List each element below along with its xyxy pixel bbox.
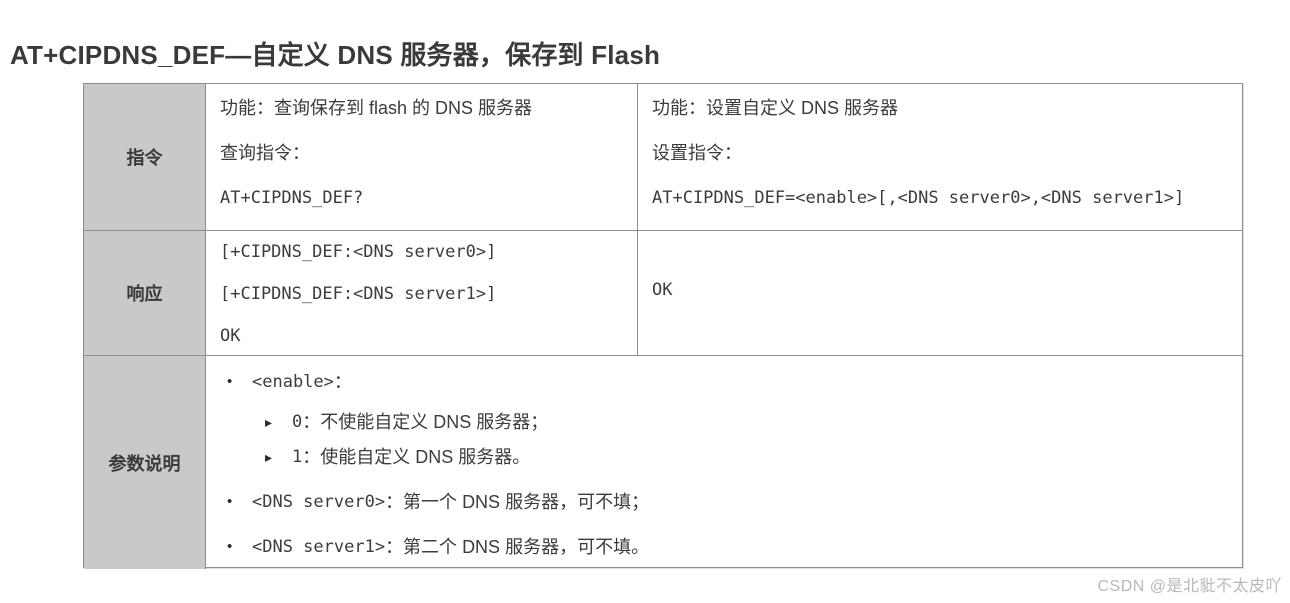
param-item: • <DNS server1> ：第二个 DNS 服务器，可不填。 (206, 532, 1228, 562)
page-title: AT+CIPDNS_DEF—自定义 DNS 服务器，保存到 Flash (10, 40, 661, 71)
at-command-table: 指令 功能：查询保存到 flash 的 DNS 服务器 查询指令： AT+CIP… (83, 83, 1243, 569)
query-command-code: AT+CIPDNS_DEF? (220, 188, 364, 208)
response-line: [+CIPDNS_DEF:<DNS server0>] (220, 242, 497, 262)
param-subitem: ▸ 0 ：不使能自定义 DNS 服务器； (206, 407, 1228, 437)
param-code: <enable> (252, 372, 334, 392)
set-command-code: AT+CIPDNS_DEF=<enable>[,<DNS server0>,<D… (652, 188, 1185, 208)
bullet-arrow-icon: ▸ (265, 414, 273, 430)
bullet-arrow-icon: ▸ (265, 449, 273, 465)
table-row-params: 参数说明 • <enable> ： ▸ 0 ：不使能自定义 DNS 服务器； ▸… (84, 356, 1242, 569)
row-header-params: 参数说明 (84, 356, 206, 569)
set-command-label: 设置指令： (652, 143, 742, 163)
cell-query-command: 功能：查询保存到 flash 的 DNS 服务器 查询指令： AT+CIPDNS… (206, 84, 638, 230)
table-row-response: 响应 [+CIPDNS_DEF:<DNS server0>] [+CIPDNS_… (84, 231, 1242, 356)
table-row-command: 指令 功能：查询保存到 flash 的 DNS 服务器 查询指令： AT+CIP… (84, 84, 1242, 231)
cell-query-response: [+CIPDNS_DEF:<DNS server0>] [+CIPDNS_DEF… (206, 231, 638, 355)
response-line: [+CIPDNS_DEF:<DNS server1>] (220, 284, 497, 304)
row-header-response: 响应 (84, 231, 206, 355)
param-text: ：使能自定义 DNS 服务器。 (302, 447, 531, 467)
cell-set-command: 功能：设置自定义 DNS 服务器 设置指令： AT+CIPDNS_DEF=<en… (638, 84, 1242, 230)
cell-params: • <enable> ： ▸ 0 ：不使能自定义 DNS 服务器； ▸ 1 ：使… (206, 356, 1242, 569)
param-text: ： (333, 372, 352, 392)
param-code: <DNS server0> (252, 492, 386, 512)
query-command-label: 查询指令： (220, 143, 310, 163)
response-ok: OK (652, 279, 673, 300)
param-text: ：不使能自定义 DNS 服务器； (302, 412, 549, 432)
param-item: • <enable> ： (206, 367, 1228, 397)
param-code: <DNS server1> (252, 537, 386, 557)
bullet-dot-icon: • (227, 538, 233, 555)
bullet-dot-icon: • (227, 373, 233, 390)
bullet-dot-icon: • (227, 493, 233, 510)
param-code: 1 (292, 447, 303, 467)
cell-set-response: OK (638, 231, 1242, 355)
csdn-watermark: CSDN @是北豼不太皮吖 (1097, 578, 1282, 595)
query-function-text: 功能：查询保存到 flash 的 DNS 服务器 (220, 98, 533, 118)
param-code: 0 (292, 412, 303, 432)
param-text: ：第二个 DNS 服务器，可不填。 (385, 537, 650, 557)
param-item: • <DNS server0> ：第一个 DNS 服务器，可不填； (206, 487, 1228, 517)
param-subitem: ▸ 1 ：使能自定义 DNS 服务器。 (206, 442, 1228, 472)
response-line: OK (220, 326, 241, 346)
row-header-command: 指令 (84, 84, 206, 230)
param-text: ：第一个 DNS 服务器，可不填； (385, 492, 650, 512)
set-function-text: 功能：设置自定义 DNS 服务器 (652, 98, 899, 118)
